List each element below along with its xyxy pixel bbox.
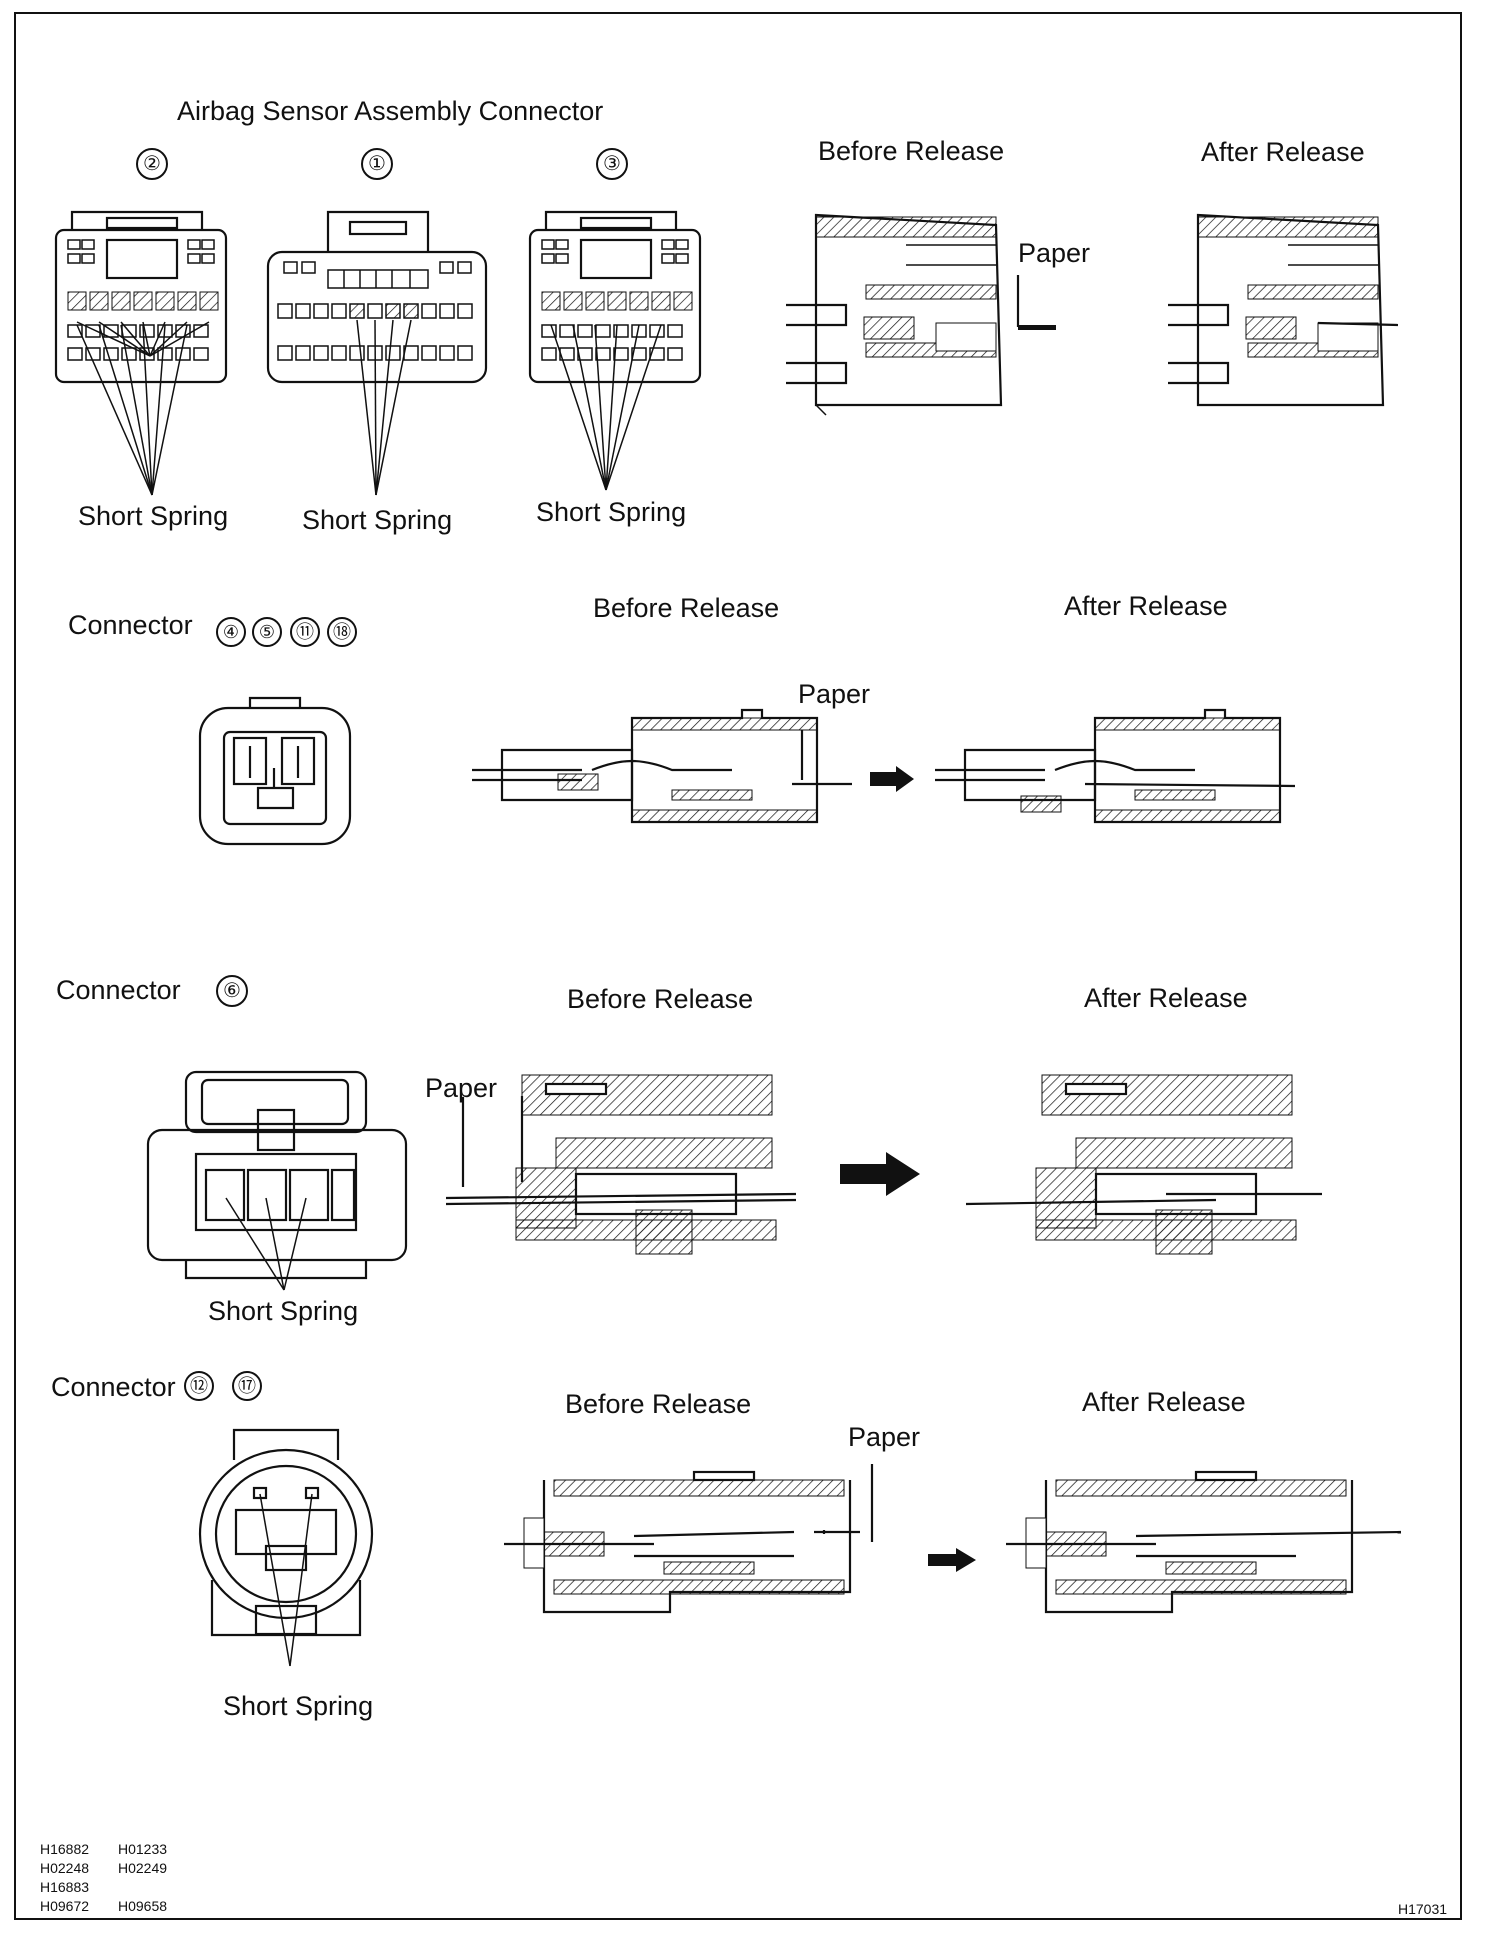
connector-4-face bbox=[198, 696, 352, 846]
connector-number-12: ⑫ bbox=[184, 1371, 214, 1401]
connector-number-3: ③ bbox=[596, 148, 628, 180]
connector-number-1: ① bbox=[361, 148, 393, 180]
connector-12-face bbox=[198, 1428, 374, 1667]
short-spring-label-12: Short Spring bbox=[223, 1691, 374, 1721]
arrow-4 bbox=[928, 1548, 976, 1572]
connector-label-3: Connector bbox=[56, 975, 181, 1005]
connector-number-4: ④ bbox=[216, 617, 246, 647]
connector-number-11: ⑪ bbox=[290, 617, 320, 647]
after-release-label-4: After Release bbox=[1082, 1387, 1246, 1417]
connector-label-4: Connector bbox=[51, 1372, 176, 1402]
cross-section-before-top bbox=[786, 213, 1056, 416]
cross-section-before-4 bbox=[504, 1470, 860, 1614]
paper-label-4: Paper bbox=[848, 1422, 921, 1452]
cross-section-after-4 bbox=[1006, 1470, 1402, 1614]
cross-section-before-2 bbox=[472, 708, 852, 824]
cross-section-after-2 bbox=[935, 708, 1296, 824]
code-2b: H02249 bbox=[118, 1860, 168, 1876]
paper-label-3: Paper bbox=[425, 1073, 498, 1103]
code-1a: H16882 bbox=[40, 1841, 90, 1857]
short-spring-label-6: Short Spring bbox=[208, 1296, 359, 1326]
connector-6-face bbox=[146, 1070, 408, 1291]
diagram-title: Airbag Sensor Assembly Connector bbox=[177, 96, 604, 126]
code-1b: H01233 bbox=[118, 1841, 168, 1857]
connector-number-18: ⑱ bbox=[327, 617, 357, 647]
before-release-label-3: Before Release bbox=[567, 984, 754, 1014]
short-spring-label-2: Short Spring bbox=[78, 501, 229, 531]
code-3a: H16883 bbox=[40, 1879, 90, 1895]
connector-number-17: ⑰ bbox=[232, 1371, 262, 1401]
before-release-label-2: Before Release bbox=[593, 593, 780, 623]
paper-label-top: Paper bbox=[1018, 238, 1091, 268]
after-release-label-2: After Release bbox=[1064, 591, 1228, 621]
before-release-label-top: Before Release bbox=[818, 136, 1005, 166]
code-2a: H02248 bbox=[40, 1860, 90, 1876]
before-release-label-4: Before Release bbox=[565, 1389, 752, 1419]
arrow-3 bbox=[840, 1152, 920, 1196]
figure-frame bbox=[14, 12, 1462, 1920]
connector-label-2: Connector bbox=[68, 610, 193, 640]
cross-section-before-3 bbox=[445, 1074, 797, 1255]
short-spring-label-3: Short Spring bbox=[536, 497, 687, 527]
cross-section-after-3 bbox=[965, 1074, 1322, 1255]
after-release-label-top: After Release bbox=[1201, 137, 1365, 167]
after-release-label-3: After Release bbox=[1084, 983, 1248, 1013]
connector-number-2: ② bbox=[136, 148, 168, 180]
figure-code: H17031 bbox=[1398, 1901, 1448, 1917]
paper-pointer-3 bbox=[461, 1097, 465, 1187]
arrow-2 bbox=[870, 766, 914, 792]
code-4b: H09658 bbox=[118, 1898, 168, 1914]
cross-section-after-top bbox=[1168, 213, 1399, 407]
short-spring-label-1: Short Spring bbox=[302, 505, 453, 535]
paper-pointer-4 bbox=[870, 1464, 874, 1542]
connector-3-face bbox=[528, 210, 702, 491]
connector-1-face bbox=[266, 210, 488, 496]
code-4a: H09672 bbox=[40, 1898, 90, 1914]
connector-number-6: ⑥ bbox=[216, 975, 248, 1007]
connector-number-5: ⑤ bbox=[252, 617, 282, 647]
paper-label-2: Paper bbox=[798, 679, 871, 709]
connector-2-face bbox=[54, 210, 228, 496]
